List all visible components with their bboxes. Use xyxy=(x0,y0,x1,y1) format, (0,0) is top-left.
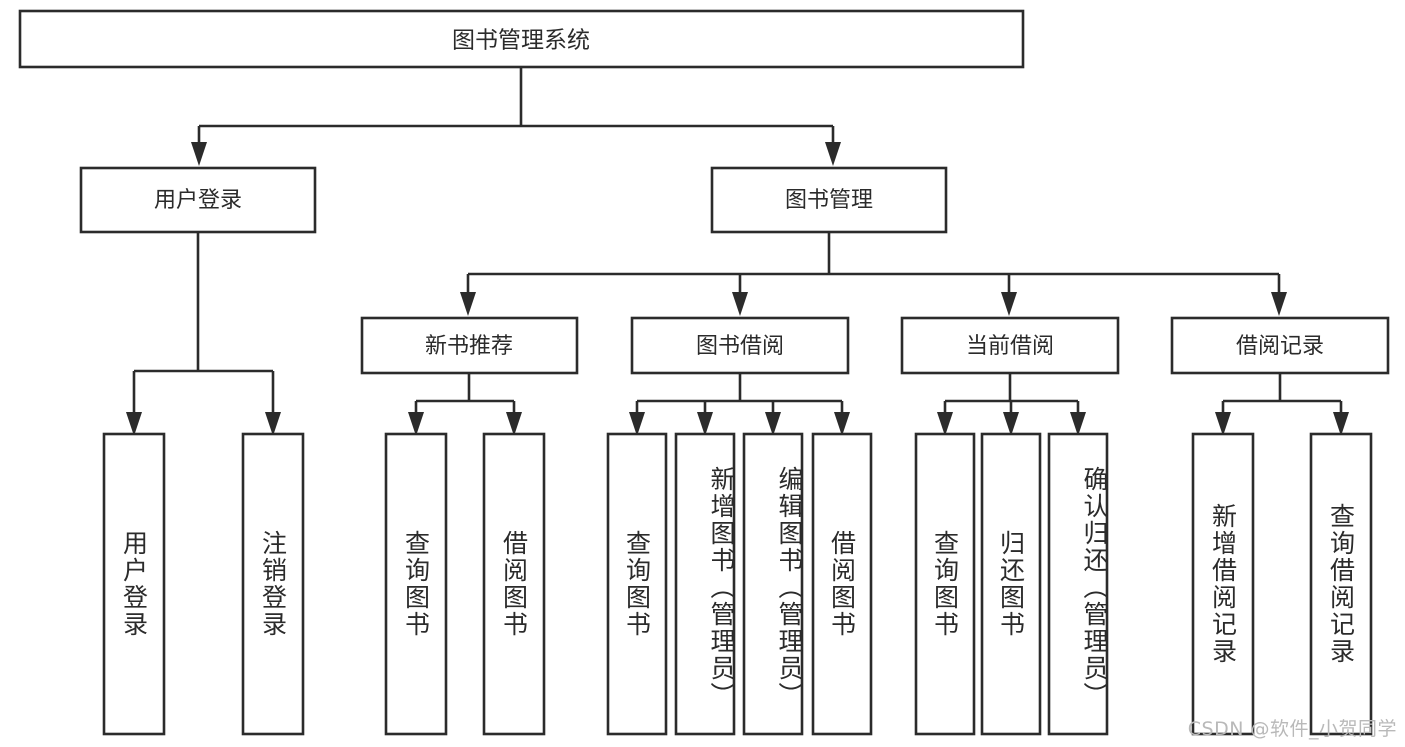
leaf-box-new-book-1[interactable] xyxy=(482,432,546,736)
node-root[interactable]: 图书管理系统 xyxy=(18,9,1025,69)
node-current-borrow[interactable]: 当前借阅 xyxy=(900,316,1120,375)
node-borrow-record-label: 借阅记录 xyxy=(1236,334,1324,359)
node-user-login[interactable]: 用户登录 xyxy=(79,166,317,234)
leaf-box-book-borrow-2[interactable] xyxy=(742,432,804,736)
connector-book-management-to-level3 xyxy=(460,232,1287,316)
leaf-box-current-borrow-0[interactable] xyxy=(914,432,976,736)
connector-root-to-level2 xyxy=(191,67,841,166)
node-user-login-label: 用户登录 xyxy=(154,188,242,213)
node-new-book-recommend-label: 新书推荐 xyxy=(425,334,513,359)
leaf-box-new-book-0[interactable] xyxy=(384,432,448,736)
node-book-borrow[interactable]: 图书借阅 xyxy=(630,316,850,375)
leaf-box-borrow-record-1[interactable] xyxy=(1309,432,1373,736)
connector-borrow-record-to-leaves xyxy=(1215,373,1349,436)
node-book-management[interactable]: 图书管理 xyxy=(710,166,948,234)
connector-new-book-recommend-to-leaves xyxy=(408,373,522,436)
leaf-box-book-borrow-0[interactable] xyxy=(606,432,668,736)
connector-book-borrow-to-leaves xyxy=(629,373,850,436)
csdn-watermark: CSDN @软件_小贺同学 xyxy=(1187,718,1397,740)
leaf-box-user-login-1[interactable] xyxy=(241,432,305,736)
node-root-label: 图书管理系统 xyxy=(452,28,590,54)
node-book-borrow-label: 图书借阅 xyxy=(696,334,784,359)
connector-current-borrow-to-leaves xyxy=(937,373,1086,436)
node-new-book-recommend[interactable]: 新书推荐 xyxy=(360,316,579,375)
node-book-management-label: 图书管理 xyxy=(785,188,873,213)
connector-user-login-to-leaves xyxy=(126,232,281,436)
leaf-box-book-borrow-1[interactable] xyxy=(674,432,736,736)
node-current-borrow-label: 当前借阅 xyxy=(966,334,1054,359)
leaf-box-book-borrow-3[interactable] xyxy=(811,432,873,736)
leaf-box-current-borrow-2[interactable] xyxy=(1047,432,1109,736)
leaf-box-borrow-record-0[interactable] xyxy=(1191,432,1255,736)
leaf-box-user-login-0[interactable] xyxy=(102,432,166,736)
node-borrow-record[interactable]: 借阅记录 xyxy=(1170,316,1390,375)
leaf-box-current-borrow-1[interactable] xyxy=(980,432,1042,736)
